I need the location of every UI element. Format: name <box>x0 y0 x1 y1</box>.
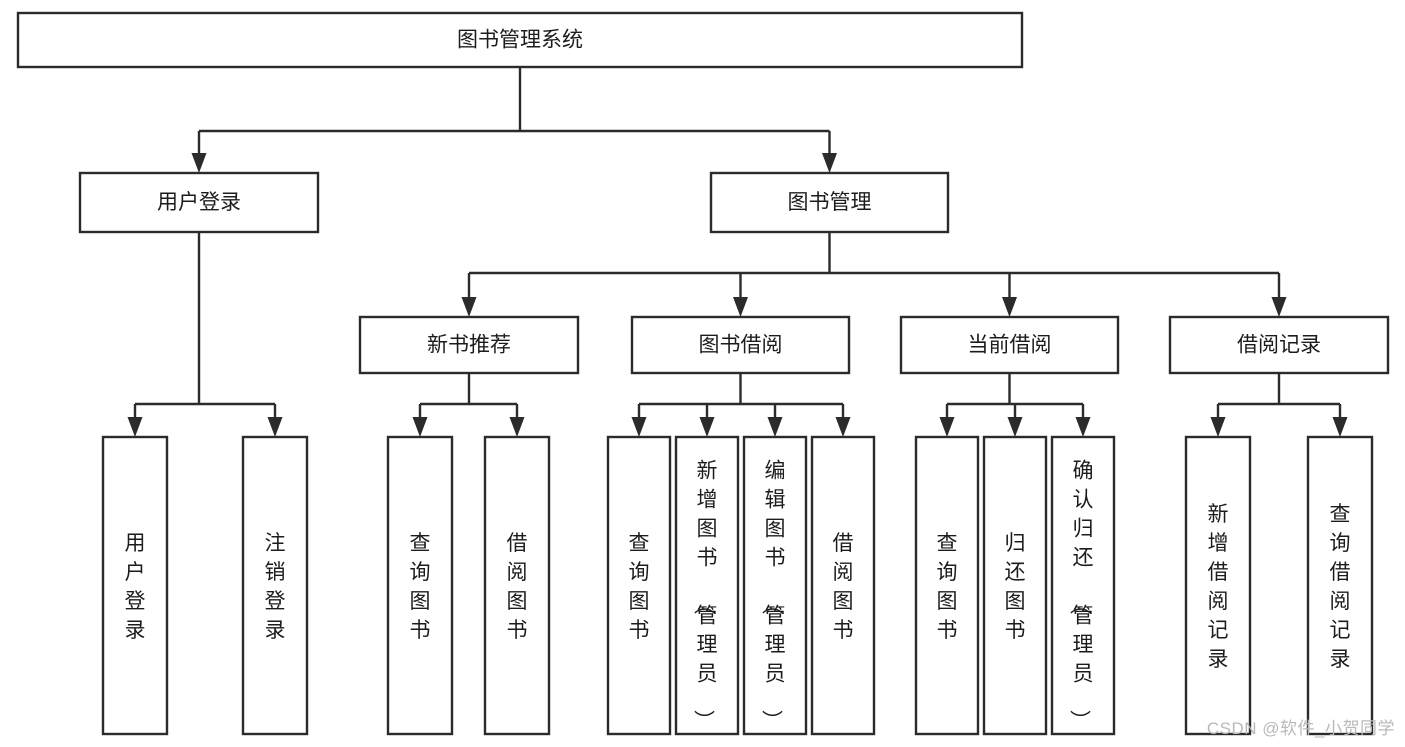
node-root[interactable]: 图书管理系统 <box>16 11 1024 69</box>
node-leaf_borrow_2[interactable]: 编辑图书（管理员） <box>742 435 808 736</box>
node-label: 注销登录 <box>265 532 286 642</box>
node-label: 归还图书 <box>1005 532 1026 642</box>
node-leaf_cur_2[interactable]: 确认归还（管理员） <box>1050 435 1116 736</box>
node-box[interactable] <box>16 11 1024 69</box>
node-box[interactable] <box>899 315 1120 375</box>
connector-layer <box>127 67 1348 437</box>
node-leaf_new_0[interactable]: 查询图书 <box>386 435 454 736</box>
node-label: 新书推荐 <box>427 334 511 357</box>
node-l1_1[interactable]: 图书管理 <box>709 171 950 234</box>
node-layer: 图书管理系统用户登录图书管理新书推荐图书借阅当前借阅借阅记录用户登录注销登录查询… <box>16 11 1390 736</box>
node-box[interactable] <box>982 435 1048 736</box>
connector-group <box>461 232 1287 317</box>
node-label: 图书管理 <box>788 191 872 214</box>
node-label: 借阅图书 <box>507 532 528 642</box>
node-label: 查询图书 <box>410 532 431 642</box>
node-leaf_login_1[interactable]: 注销登录 <box>241 435 309 736</box>
node-box[interactable] <box>483 435 551 736</box>
node-label: 查询图书 <box>937 532 958 642</box>
csdn-watermark: CSDN @软件_小贺同学 <box>1206 719 1395 738</box>
node-label: 当前借阅 <box>968 334 1052 357</box>
node-box[interactable] <box>810 435 876 736</box>
node-box[interactable] <box>241 435 309 736</box>
node-box[interactable] <box>630 315 851 375</box>
node-box[interactable] <box>1184 435 1252 736</box>
node-label: 查询图书 <box>629 532 650 642</box>
node-leaf_cur_0[interactable]: 查询图书 <box>914 435 980 736</box>
node-label: 图书管理系统 <box>457 29 583 52</box>
node-leaf_login_0[interactable]: 用户登录 <box>101 435 169 736</box>
node-label: 新增借阅记录 <box>1208 503 1229 671</box>
node-leaf_borrow_1[interactable]: 新增图书（管理员） <box>674 435 740 736</box>
node-box[interactable] <box>1050 435 1116 736</box>
connector-group <box>412 373 525 437</box>
node-box[interactable] <box>1306 435 1374 736</box>
node-label: 借阅记录 <box>1237 334 1321 357</box>
node-l2_1[interactable]: 图书借阅 <box>630 315 851 375</box>
node-leaf_rec_1[interactable]: 查询借阅记录 <box>1306 435 1374 736</box>
node-box[interactable] <box>674 435 740 736</box>
node-leaf_new_1[interactable]: 借阅图书 <box>483 435 551 736</box>
node-label: 用户登录 <box>157 191 241 214</box>
node-box[interactable] <box>606 435 672 736</box>
node-leaf_rec_0[interactable]: 新增借阅记录 <box>1184 435 1252 736</box>
node-l2_0[interactable]: 新书推荐 <box>358 315 580 375</box>
node-box[interactable] <box>78 171 320 234</box>
connector-group <box>127 232 283 437</box>
node-leaf_borrow_0[interactable]: 查询图书 <box>606 435 672 736</box>
connector-group <box>631 373 851 437</box>
node-box[interactable] <box>386 435 454 736</box>
node-label: 新增图书（管理员） <box>692 460 718 731</box>
node-box[interactable] <box>742 435 808 736</box>
node-box[interactable] <box>709 171 950 234</box>
node-box[interactable] <box>1168 315 1390 375</box>
connector-group <box>191 67 837 173</box>
node-label: 编辑图书（管理员） <box>760 460 786 731</box>
connector-group <box>939 373 1091 437</box>
node-label: 借阅图书 <box>833 532 854 642</box>
node-label: 确认归还（管理员） <box>1068 460 1094 731</box>
node-leaf_cur_1[interactable]: 归还图书 <box>982 435 1048 736</box>
node-label: 用户登录 <box>125 532 146 642</box>
node-box[interactable] <box>914 435 980 736</box>
node-l2_2[interactable]: 当前借阅 <box>899 315 1120 375</box>
node-l1_0[interactable]: 用户登录 <box>78 171 320 234</box>
node-leaf_borrow_3[interactable]: 借阅图书 <box>810 435 876 736</box>
node-label: 图书借阅 <box>699 334 783 357</box>
connector-group <box>1210 373 1348 437</box>
node-label: 查询借阅记录 <box>1330 503 1351 671</box>
node-box[interactable] <box>358 315 580 375</box>
node-l2_3[interactable]: 借阅记录 <box>1168 315 1390 375</box>
node-box[interactable] <box>101 435 169 736</box>
